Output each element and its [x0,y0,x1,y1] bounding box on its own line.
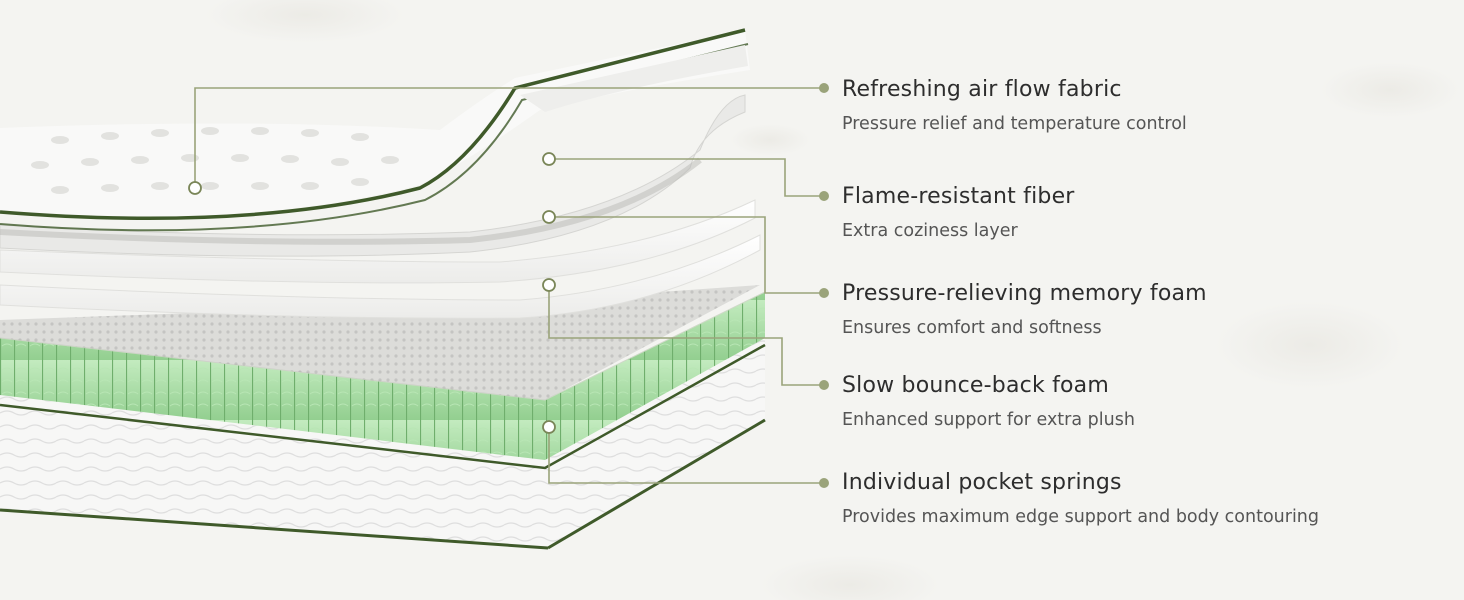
source-dot-4 [542,278,556,292]
layer-label-flame-resistant-fiber: Flame-resistant fiber Extra coziness lay… [842,184,1075,242]
top-fabric-layer [0,28,750,232]
label-dot-4 [819,380,829,390]
layer-description: Extra coziness layer [842,221,1018,241]
layer-description: Enhanced support for extra plush [842,410,1135,430]
leader-line-3 [549,216,822,294]
mattress-base [0,338,766,550]
layer-title: Flame-resistant fiber [842,184,1075,209]
label-dot-5 [819,478,829,488]
label-dot-3 [819,288,829,298]
layer-title: Individual pocket springs [842,470,1122,495]
layer-title: Slow bounce-back foam [842,373,1109,398]
leader-line-4 [548,285,822,386]
layer-title: Refreshing air flow fabric [842,77,1122,102]
fiber-layer [0,94,746,257]
layer-label-memory-foam: Pressure-relieving memory foam Ensures c… [842,281,1207,339]
source-dot-3 [542,210,556,224]
label-dot-1 [819,83,829,93]
layer-description: Ensures comfort and softness [842,318,1102,338]
background-pattern [205,0,1460,600]
leader-lines [194,87,822,484]
source-dot-5 [542,420,556,434]
layer-description: Provides maximum edge support and body c… [842,507,1320,527]
leader-line-2 [549,158,822,197]
leader-dots [188,83,829,488]
layer-label-bounce-back-foam: Slow bounce-back foam Enhanced support f… [842,373,1135,431]
source-dot-2 [542,152,556,166]
leader-line-1 [194,87,822,188]
source-dot-1 [188,181,202,195]
leader-line-5 [548,427,822,484]
bounce-foam-layer [0,234,761,319]
layer-title: Pressure-relieving memory foam [842,281,1207,306]
memory-foam-layer [0,199,756,284]
label-dot-2 [819,191,829,201]
pocket-springs-layer [0,285,766,460]
layer-label-air-flow-fabric: Refreshing air flow fabric Pressure reli… [842,77,1187,135]
layer-label-pocket-springs: Individual pocket springs Provides maxim… [842,470,1319,528]
layer-description: Pressure relief and temperature control [842,114,1187,134]
